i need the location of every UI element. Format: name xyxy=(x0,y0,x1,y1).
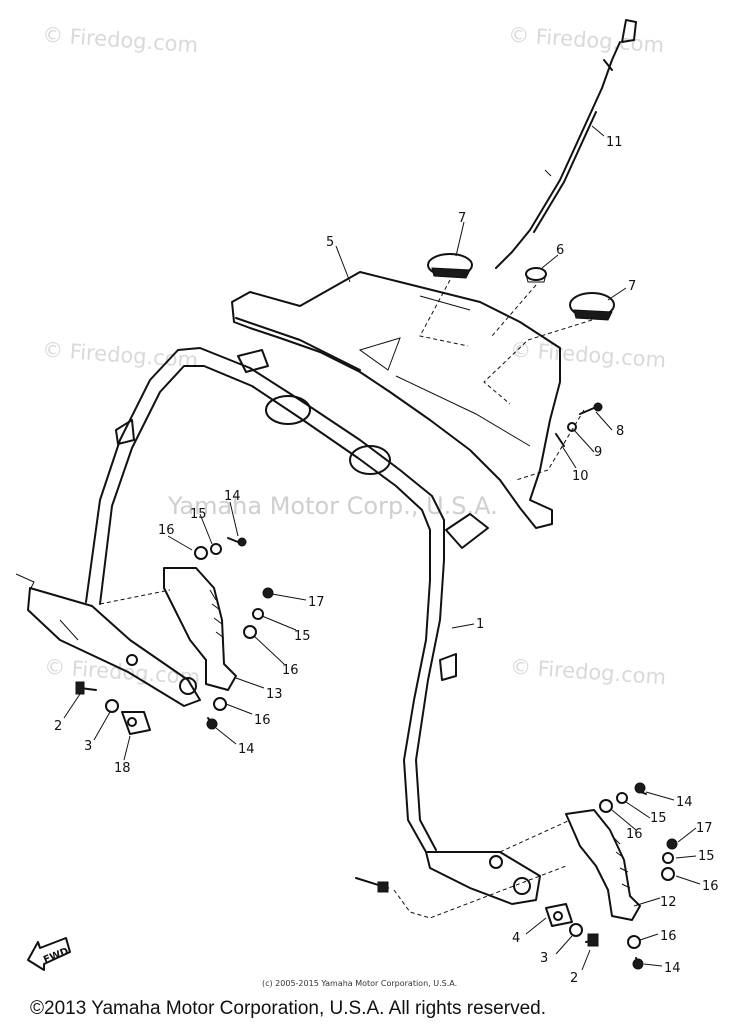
callout-10: 10 xyxy=(572,469,589,484)
washer-part-15 xyxy=(662,852,674,864)
callout-4: 4 xyxy=(512,931,520,946)
washer-part-3 xyxy=(569,923,583,937)
callout-14: 14 xyxy=(664,961,681,976)
callout-16: 16 xyxy=(158,523,175,538)
callout-18: 18 xyxy=(114,761,131,776)
washer-part-3 xyxy=(105,699,119,713)
callout-1: 1 xyxy=(476,617,484,632)
pad-part-4 xyxy=(545,903,573,927)
bolt-part-14 xyxy=(634,782,647,795)
callout-15: 15 xyxy=(650,811,667,826)
callout-2: 2 xyxy=(570,971,578,986)
washer-part-16 xyxy=(627,935,641,949)
washer-part-9 xyxy=(567,422,577,432)
callout-16: 16 xyxy=(626,827,643,842)
washer-part-16 xyxy=(194,546,208,560)
nut-part-17 xyxy=(262,587,274,599)
callout-13: 13 xyxy=(266,687,283,702)
bolt-part-2 xyxy=(75,681,97,695)
callout-11: 11 xyxy=(606,135,623,150)
ring-part-7 xyxy=(569,292,615,321)
callout-14: 14 xyxy=(238,742,255,757)
callout-16: 16 xyxy=(282,663,299,678)
callout-15: 15 xyxy=(190,507,207,522)
pad-part-18 xyxy=(121,711,151,735)
bolt-part-14 xyxy=(206,717,218,730)
leader-lines xyxy=(63,125,701,971)
callout-16: 16 xyxy=(660,929,677,944)
footer-copyright: ©2013 Yamaha Motor Corporation, U.S.A. A… xyxy=(30,998,546,1019)
callout-15: 15 xyxy=(294,629,311,644)
bolt-part-14 xyxy=(355,877,389,893)
footrest-bracket-right xyxy=(425,851,541,905)
callout-15: 15 xyxy=(698,849,715,864)
callout-16: 16 xyxy=(254,713,271,728)
cover-part-5 xyxy=(231,271,561,529)
washer-part-16 xyxy=(213,697,227,711)
watermark-yamaha: Yamaha Motor Corp., U.S.A. xyxy=(168,492,498,520)
washer-part-16 xyxy=(661,867,675,881)
grommet-part-6 xyxy=(525,267,547,283)
fwd-arrow-icon: FWD xyxy=(27,937,71,971)
callout-5: 5 xyxy=(326,235,334,250)
cable-part-11 xyxy=(495,19,637,269)
ring-part-7 xyxy=(427,253,473,279)
nut-part-17 xyxy=(666,838,678,850)
callout-8: 8 xyxy=(616,424,624,439)
callout-14: 14 xyxy=(676,795,693,810)
washer-part-16 xyxy=(243,625,257,639)
callout-17: 17 xyxy=(696,821,713,836)
step-bracket-part-13 xyxy=(163,567,237,691)
callout-14: 14 xyxy=(224,489,241,504)
bolt-part-2 xyxy=(585,933,599,947)
bolt-part-14 xyxy=(632,957,644,970)
callout-3: 3 xyxy=(84,739,92,754)
callout-12: 12 xyxy=(660,895,677,910)
callout-7: 7 xyxy=(458,211,466,226)
callout-7: 7 xyxy=(628,279,636,294)
bolt-part-14 xyxy=(227,537,247,547)
callout-2: 2 xyxy=(54,719,62,734)
washer-part-15 xyxy=(616,792,628,804)
step-bracket-part-12 xyxy=(565,809,641,921)
footrest-bracket-left xyxy=(15,573,201,707)
callout-17: 17 xyxy=(308,595,325,610)
callout-6: 6 xyxy=(556,243,564,258)
callout-9: 9 xyxy=(594,445,602,460)
small-copyright: (c) 2005-2015 Yamaha Motor Corporation, … xyxy=(262,979,458,988)
bolt-part-8 xyxy=(579,402,603,415)
callout-3: 3 xyxy=(540,951,548,966)
washer-part-15 xyxy=(252,608,264,620)
callout-16: 16 xyxy=(702,879,719,894)
clip-part-10 xyxy=(555,433,565,447)
washer-part-16 xyxy=(599,799,613,813)
frame-part-1 xyxy=(85,347,489,853)
washer-part-15 xyxy=(210,543,222,555)
